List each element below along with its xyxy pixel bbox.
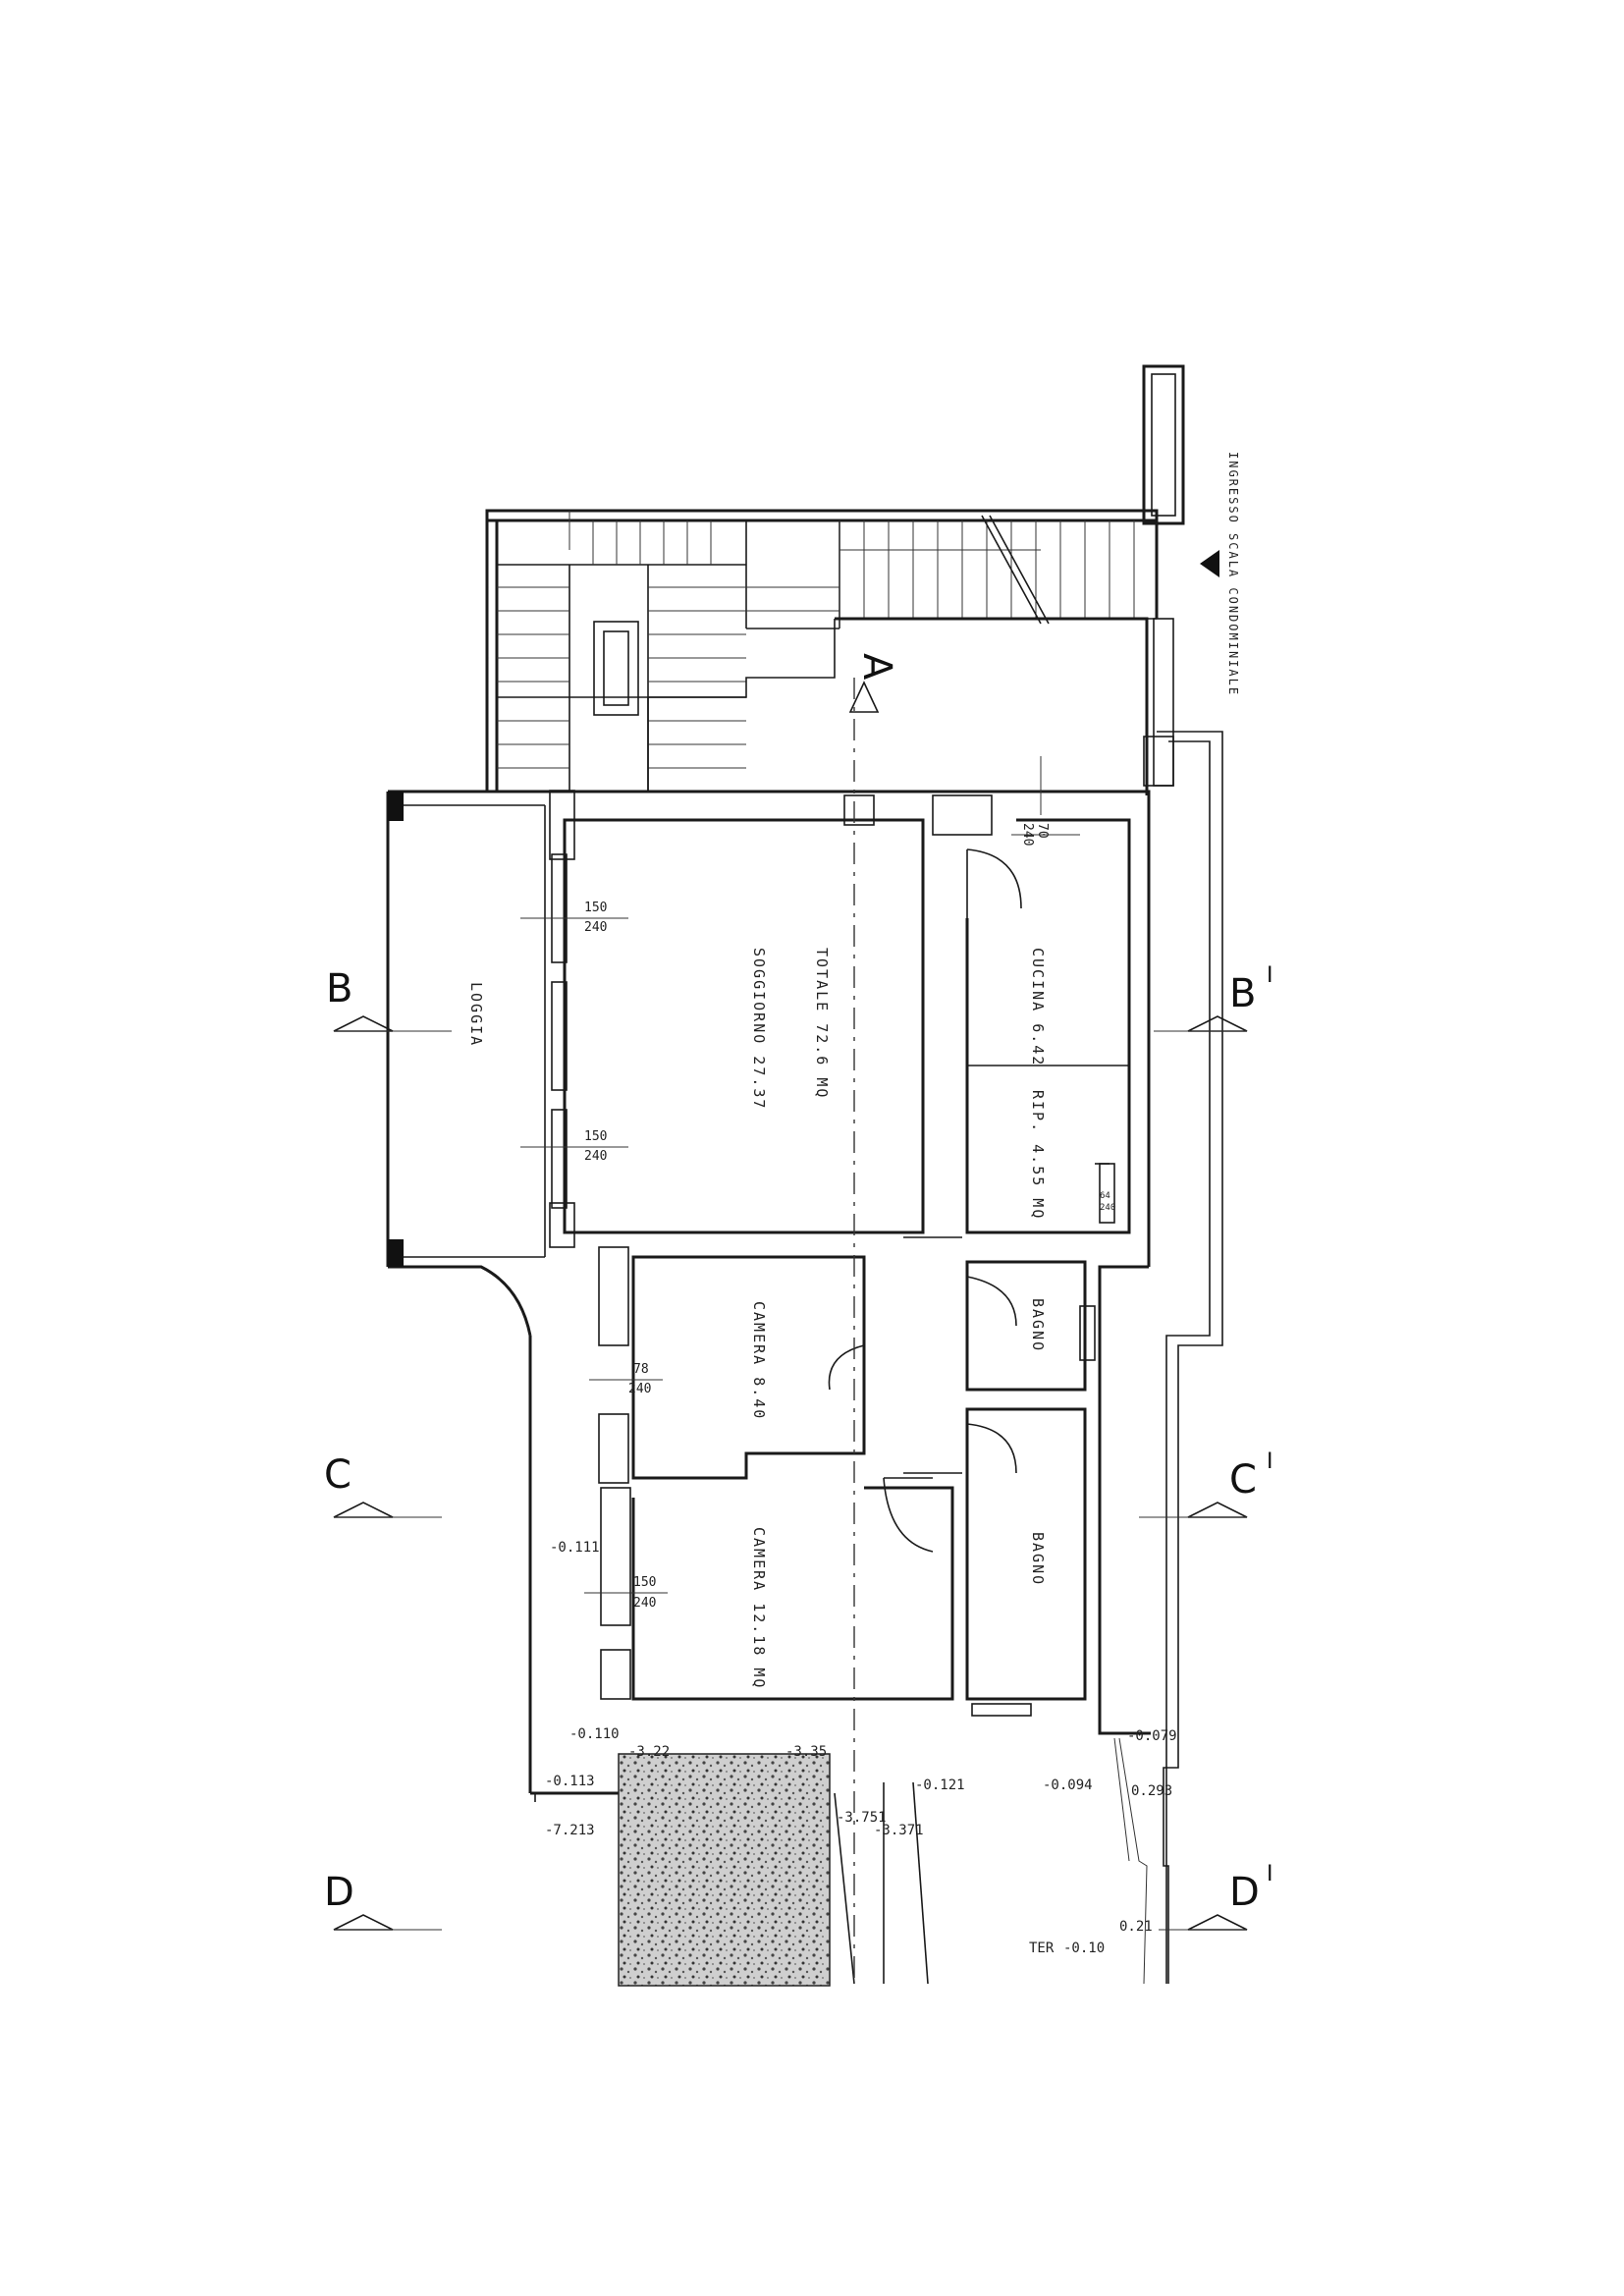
spot-level: 0.21 xyxy=(1119,1919,1153,1935)
spot-level: -0.10 xyxy=(1063,1941,1105,1956)
room-label-soggiorno: SOGGIORNO 27.37 xyxy=(750,948,768,1110)
section-label-c: C xyxy=(324,1452,352,1498)
opening-height: 240 xyxy=(1020,823,1035,846)
opening-height: 240 xyxy=(584,1149,607,1164)
section-label-b: B xyxy=(326,966,352,1011)
room-label-totale: TOTALE 72.6 MQ xyxy=(813,948,831,1099)
bathrooms xyxy=(903,1236,1096,1717)
gravel-area xyxy=(534,1753,929,1987)
opening-width: 64 xyxy=(1100,1191,1110,1201)
terrain-lines xyxy=(1113,731,1223,1985)
soggiorno-room xyxy=(549,790,993,1248)
opening-width: 70 xyxy=(1035,823,1050,839)
camera-large-room xyxy=(600,1477,954,1701)
entrance-marker: INGRESSO SCALA CONDOMINIALE xyxy=(1200,452,1240,696)
kitchen-block xyxy=(965,818,1131,1234)
room-label-bagno-2: BAGNO xyxy=(1029,1532,1047,1586)
apartment-outline xyxy=(386,790,1151,1795)
room-label-camera-2: CAMERA 12.18 MQ xyxy=(750,1527,768,1689)
section-mark-c-prime: I xyxy=(1267,1449,1273,1474)
entrance-label: INGRESSO SCALA CONDOMINIALE xyxy=(1226,452,1240,696)
spot-level: -3.35 xyxy=(785,1744,827,1760)
spot-level: -0.094 xyxy=(1043,1777,1093,1793)
section-label-b-prime: B xyxy=(1229,971,1256,1016)
opening-height: 240 xyxy=(628,1382,651,1396)
spot-levels: -0.111 -0.110 -0.113 -7.213 -3.22 -3.35 … xyxy=(545,1540,1177,1956)
camera-small-room xyxy=(598,1246,866,1484)
stair-block xyxy=(485,364,1185,791)
room-label-ripostiglio: RIP. 4.55 MQ xyxy=(1029,1090,1047,1220)
section-markers: A B B I C C I D D I xyxy=(324,653,1273,1931)
spot-level: -3.22 xyxy=(628,1744,670,1760)
opening-height: 240 xyxy=(633,1596,656,1611)
spot-level: -0.121 xyxy=(915,1777,965,1793)
opening-width: 78 xyxy=(633,1362,649,1377)
opening-width: 150 xyxy=(584,1129,607,1144)
room-label-bagno-1: BAGNO xyxy=(1029,1298,1047,1352)
opening-width: 150 xyxy=(584,901,607,915)
section-mark-b-prime: I xyxy=(1267,963,1273,988)
spot-level: -0.079 xyxy=(1127,1728,1177,1744)
spot-level: 0.293 xyxy=(1131,1783,1172,1799)
opening-height: 240 xyxy=(584,920,607,935)
spot-level: -3.371 xyxy=(874,1823,924,1838)
spot-level: -0.111 xyxy=(550,1540,600,1556)
room-label-camera-1: CAMERA 8.40 xyxy=(750,1301,768,1420)
spot-level: -3.751 xyxy=(837,1810,887,1826)
section-label-c-prime: C xyxy=(1229,1457,1257,1503)
room-label-cucina: CUCINA 6.42 xyxy=(1029,948,1047,1066)
entrance-hall xyxy=(647,617,1174,795)
opening-width: 150 xyxy=(633,1575,656,1590)
spot-level: TER xyxy=(1029,1941,1055,1956)
room-labels: LOGGIA TOTALE 72.6 MQ SOGGIORNO 27.37 CU… xyxy=(467,948,1047,1689)
opening-height: 240 xyxy=(1100,1203,1115,1213)
opening-dimensions: 70 240 150 240 150 240 64 240 78 240 150… xyxy=(520,823,1115,1611)
stair-treads xyxy=(497,511,1157,769)
entrance-arrow-icon xyxy=(1200,550,1219,577)
room-label-loggia: LOGGIA xyxy=(467,982,485,1047)
spot-level: -0.110 xyxy=(569,1726,620,1742)
section-label-d: D xyxy=(324,1870,354,1915)
spot-level: -7.213 xyxy=(545,1823,595,1838)
spot-level: -0.113 xyxy=(545,1774,595,1789)
section-mark-d-prime: I xyxy=(1267,1862,1273,1886)
section-label-d-prime: D xyxy=(1229,1870,1260,1915)
section-label-a: A xyxy=(854,653,899,681)
